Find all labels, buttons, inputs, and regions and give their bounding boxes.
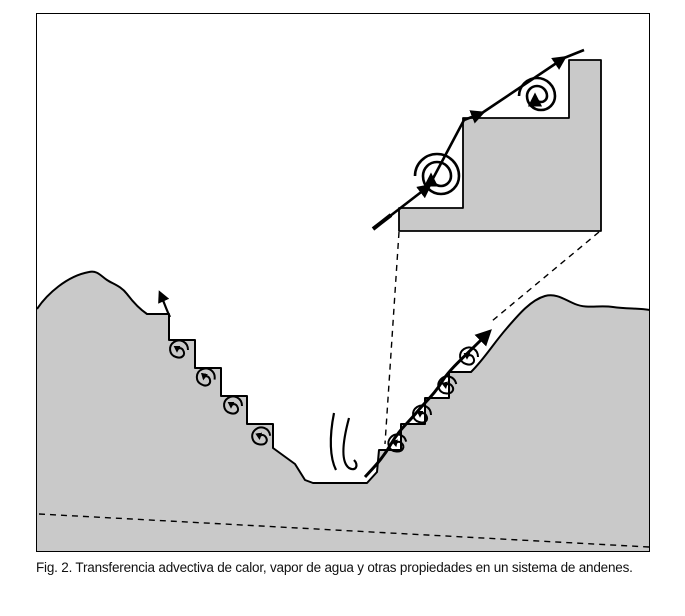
zoom-dashed-line-left bbox=[384, 231, 400, 445]
figure-caption: Fig. 2. Transferencia advectiva de calor… bbox=[36, 560, 633, 575]
inset-eddy-large bbox=[413, 152, 461, 196]
inset-flow-arrows bbox=[371, 48, 585, 231]
inset-terrace-fill bbox=[398, 59, 602, 232]
inset-eddy-small bbox=[517, 76, 557, 112]
right-slope-flow-arrow bbox=[363, 329, 492, 479]
figure-frame bbox=[36, 13, 650, 552]
main-terrain bbox=[37, 270, 649, 551]
updraft-arrow bbox=[158, 290, 171, 318]
ground-dashed-line bbox=[38, 513, 649, 548]
zoom-dashed-line-right bbox=[491, 231, 600, 322]
diagram-svg bbox=[37, 48, 649, 551]
terrain-fill bbox=[37, 271, 649, 551]
terrain-profile-line bbox=[37, 270, 649, 484]
valley-plume bbox=[329, 412, 358, 471]
inset-detail bbox=[371, 48, 602, 445]
